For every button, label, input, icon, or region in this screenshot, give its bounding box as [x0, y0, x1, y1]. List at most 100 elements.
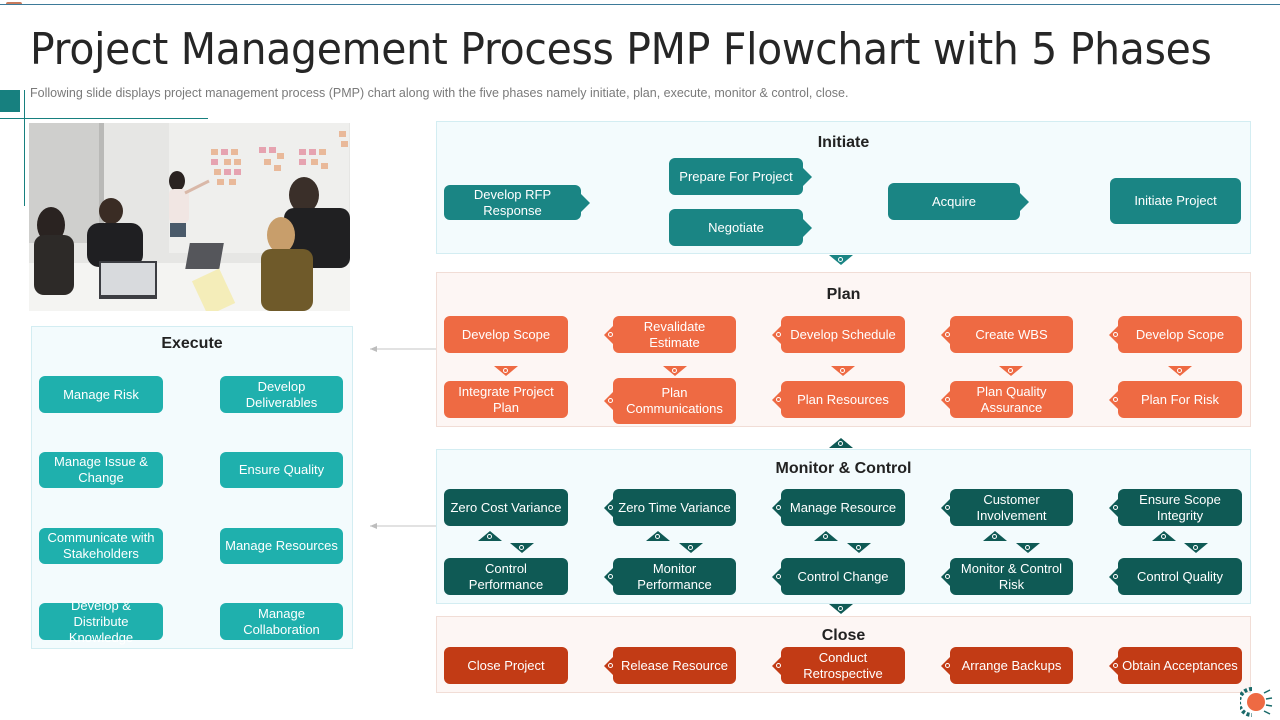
marker-dot-icon	[1008, 368, 1013, 373]
connector-dot-icon	[608, 331, 613, 337]
accent-horizontal-line	[0, 118, 208, 119]
connector-dot-icon	[776, 331, 781, 337]
connector-dot-icon	[945, 396, 950, 402]
execute-step-manage-resources[interactable]: Manage Resources	[220, 528, 343, 564]
plan-step-plan-for-risk[interactable]: Plan For Risk	[1109, 381, 1242, 418]
initiate-to-plan-marker	[829, 255, 853, 265]
execute-step-communicate-stakeholders[interactable]: Communicate with Stakeholders	[39, 528, 163, 564]
plan-step-plan-resources[interactable]: Plan Resources	[772, 381, 905, 418]
monitor-down-marker-1	[510, 543, 534, 553]
marker-dot-icon	[1193, 545, 1198, 550]
monitor-to-close-marker	[829, 604, 853, 614]
gear-circle-logo-icon	[1237, 687, 1274, 717]
plan-step-integrate-project-plan[interactable]: Integrate Project Plan	[444, 381, 568, 418]
monitor-down-marker-2	[679, 543, 703, 553]
monitor-step-control-change[interactable]: Control Change	[772, 558, 905, 595]
monitor-step-monitor-control-risk[interactable]: Monitor & Control Risk	[941, 558, 1073, 595]
marker-dot-icon	[1177, 368, 1182, 373]
connector-dot-icon	[1020, 198, 1025, 204]
marker-dot-icon	[503, 368, 508, 373]
monitor-up-marker-2	[646, 531, 670, 541]
page-subtitle: Following slide displays project managem…	[30, 86, 849, 100]
connector-dot-icon	[776, 504, 781, 510]
marker-dot-icon	[655, 534, 660, 539]
plan-step-plan-communications[interactable]: Plan Communications	[604, 378, 736, 424]
plan-to-monitor-marker	[829, 438, 853, 448]
initiate-step-initiate-project[interactable]: Initiate Project	[1110, 178, 1241, 224]
accent-vertical-line	[24, 90, 25, 206]
monitor-step-control-quality[interactable]: Control Quality	[1109, 558, 1242, 595]
monitor-step-zero-cost-variance[interactable]: Zero Cost Variance	[444, 489, 568, 526]
connector-dot-icon	[581, 199, 586, 205]
marker-dot-icon	[838, 441, 843, 446]
marker-dot-icon	[992, 534, 997, 539]
marker-dot-icon	[840, 368, 845, 373]
connector-dot-icon	[776, 396, 781, 402]
monitor-up-marker-5	[1152, 531, 1176, 541]
marker-dot-icon	[672, 368, 677, 373]
execute-step-develop-distribute-knowledge[interactable]: Develop & Distribute Knowledge	[39, 598, 163, 645]
plan-step-develop-schedule[interactable]: Develop Schedule	[772, 316, 905, 353]
connector-dot-icon	[608, 504, 613, 510]
close-step-close-project[interactable]: Close Project	[444, 647, 568, 684]
plan-step-plan-quality-assurance[interactable]: Plan Quality Assurance	[941, 381, 1073, 418]
connector-dot-icon	[1113, 662, 1118, 668]
top-rule	[0, 4, 1280, 5]
monitor-step-customer-involvement[interactable]: Customer Involvement	[941, 489, 1073, 526]
connector-dot-icon	[1113, 396, 1118, 402]
marker-dot-icon	[823, 534, 828, 539]
close-step-release-resource[interactable]: Release Resource	[604, 647, 736, 684]
plan-marker-3	[831, 366, 855, 376]
close-step-arrange-backups[interactable]: Arrange Backups	[941, 647, 1073, 684]
marker-dot-icon	[688, 545, 693, 550]
execute-step-manage-risk[interactable]: Manage Risk	[39, 376, 163, 413]
marker-dot-icon	[856, 545, 861, 550]
initiate-step-acquire[interactable]: Acquire	[888, 183, 1029, 220]
initiate-step-negotiate[interactable]: Negotiate	[669, 209, 812, 246]
execute-step-ensure-quality[interactable]: Ensure Quality	[220, 452, 343, 488]
plan-marker-5	[1168, 366, 1192, 376]
execute-step-manage-collaboration[interactable]: Manage Collaboration	[220, 603, 343, 640]
connector-dot-icon	[1113, 573, 1118, 579]
monitor-up-marker-4	[983, 531, 1007, 541]
monitor-down-marker-3	[847, 543, 871, 553]
connector-dot-icon	[776, 662, 781, 668]
execute-step-develop-deliverables[interactable]: Develop Deliverables	[220, 376, 343, 413]
connector-dot-icon	[945, 331, 950, 337]
marker-dot-icon	[1161, 534, 1166, 539]
marker-dot-icon	[519, 545, 524, 550]
plan-step-develop-scope-2[interactable]: Develop Scope	[1109, 316, 1242, 353]
connector-dot-icon	[608, 662, 613, 668]
monitor-step-ensure-scope-integrity[interactable]: Ensure Scope Integrity	[1109, 489, 1242, 526]
close-phase-title: Close	[821, 627, 866, 644]
execute-phase-title: Execute	[161, 335, 223, 352]
monitor-step-zero-time-variance[interactable]: Zero Time Variance	[604, 489, 736, 526]
accent-square	[0, 90, 20, 112]
close-step-obtain-acceptances[interactable]: Obtain Acceptances	[1109, 647, 1242, 684]
plan-step-develop-scope[interactable]: Develop Scope	[444, 316, 568, 353]
plan-step-revalidate-estimate[interactable]: Revalidate Estimate	[604, 316, 736, 353]
monitor-down-marker-4	[1016, 543, 1040, 553]
marker-dot-icon	[487, 534, 492, 539]
connector-dot-icon	[608, 573, 613, 579]
monitor-step-control-performance[interactable]: Control Performance	[444, 558, 568, 595]
marker-dot-icon	[1025, 545, 1030, 550]
plan-marker-2	[663, 366, 687, 376]
monitor-step-manage-resource[interactable]: Manage Resource	[772, 489, 905, 526]
execute-step-manage-issue-change[interactable]: Manage Issue & Change	[39, 452, 163, 488]
connector-dot-icon	[803, 173, 808, 179]
plan-step-create-wbs[interactable]: Create WBS	[941, 316, 1073, 353]
connector-dot-icon	[776, 573, 781, 579]
connector-dot-icon	[803, 224, 808, 230]
marker-dot-icon	[838, 606, 843, 611]
initiate-phase-title: Initiate	[817, 134, 870, 151]
close-step-conduct-retrospective[interactable]: Conduct Retrospective	[772, 647, 905, 684]
initiate-step-develop-rfp-response[interactable]: Develop RFP Response	[444, 185, 590, 220]
plan-marker-1	[494, 366, 518, 376]
initiate-step-prepare-for-project[interactable]: Prepare For Project	[669, 158, 812, 195]
team-meeting-photo	[29, 123, 350, 311]
monitor-step-monitor-performance[interactable]: Monitor Performance	[604, 558, 736, 595]
team-meeting-illustration	[29, 123, 350, 311]
monitor-up-marker-1	[478, 531, 502, 541]
marker-dot-icon	[838, 257, 843, 262]
